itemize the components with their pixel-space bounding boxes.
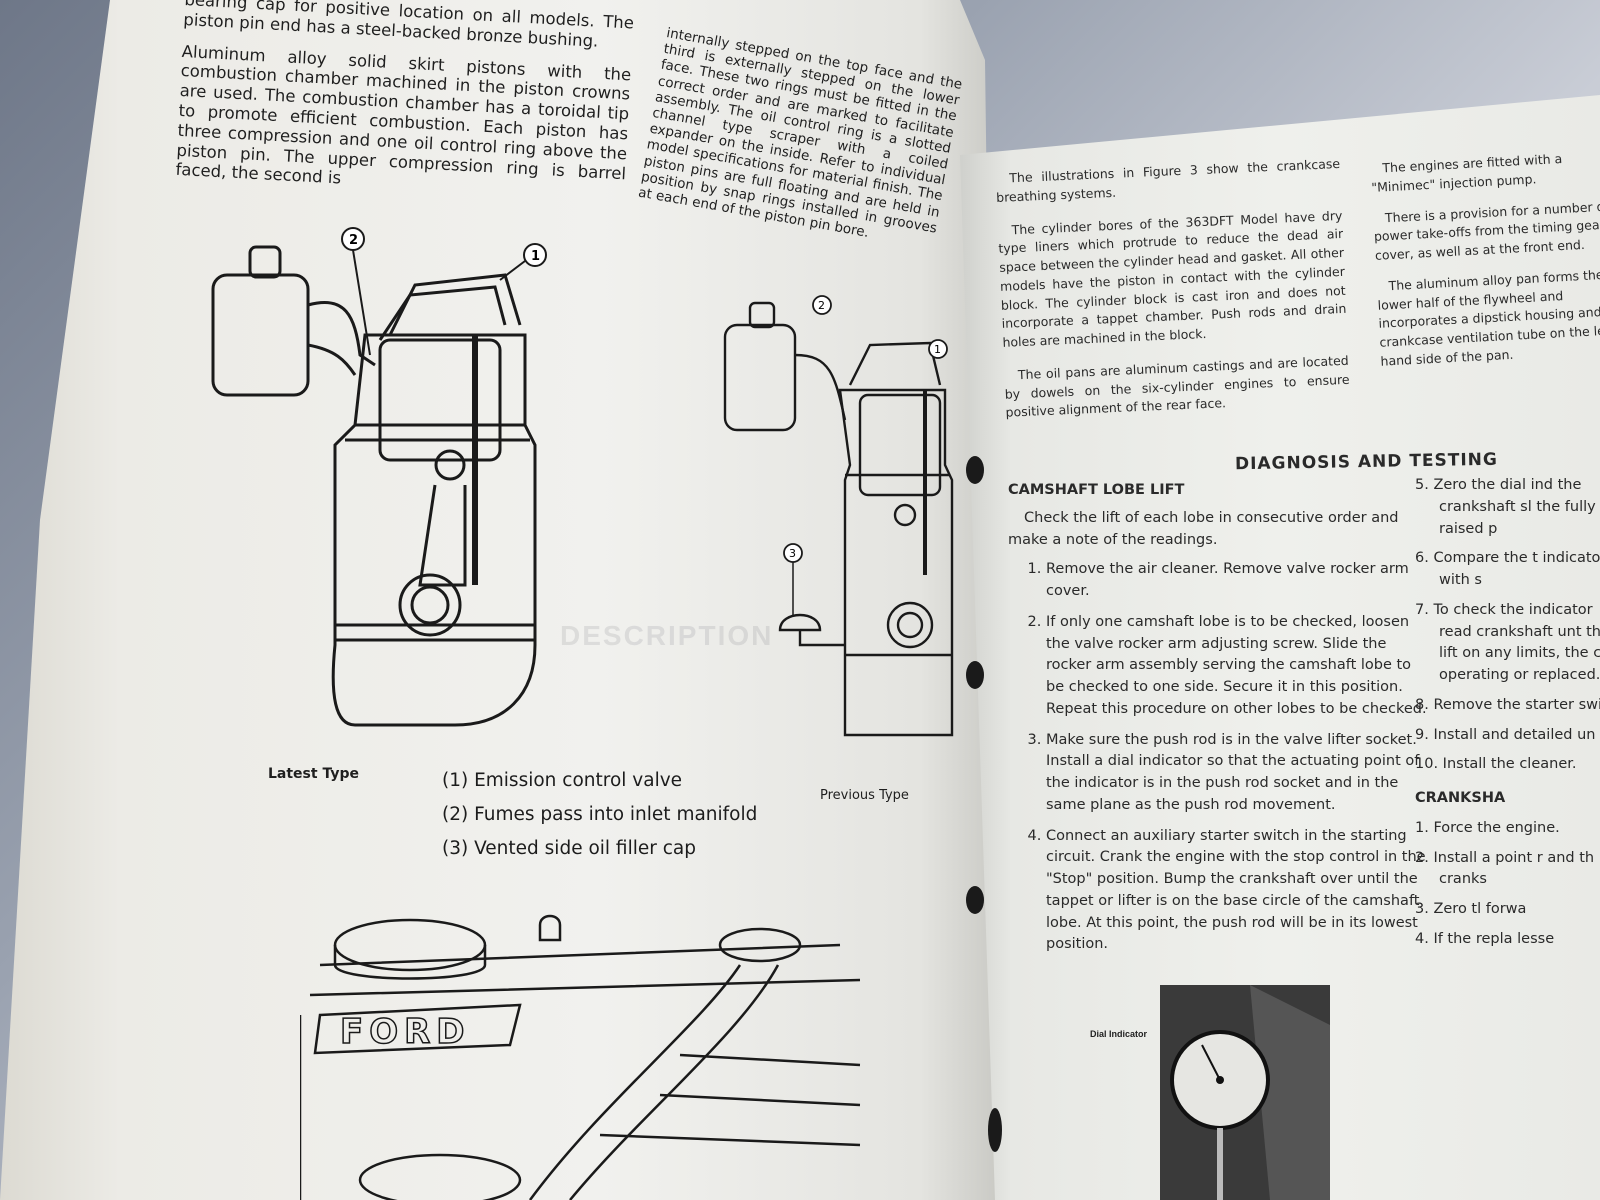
subheading: CRANKSHA	[1415, 790, 1506, 806]
paragraph: The illustrations in Figure 3 show the c…	[995, 155, 1341, 205]
paragraph: There is a provision for a number of pow…	[1373, 198, 1600, 263]
caption-latest-type: Latest Type	[268, 766, 359, 782]
dial-indicator-photo	[1160, 985, 1330, 1200]
far-column-text: The engines are fitted with a "Minimec" …	[1370, 147, 1600, 383]
list-item: 8. Remove the starter swit	[1415, 696, 1600, 713]
caption-previous-type: Previous Type	[820, 788, 909, 803]
list-item: 1. Force the engine.	[1415, 819, 1560, 836]
list-item: 2. Install a point r and th cranks	[1415, 849, 1595, 888]
paragraph: Aluminum alloy solid skirt pistons with …	[175, 41, 632, 188]
callout-2: 2	[349, 233, 358, 248]
callout-3: 3	[789, 547, 796, 560]
ford-logo-text: FORD	[340, 1012, 471, 1052]
right-page: The illustrations in Figure 3 show the c…	[960, 95, 1600, 1200]
legend-item: (2) Fumes pass into inlet manifold	[442, 804, 758, 825]
legend-item: (3) Vented side oil filler cap	[442, 838, 696, 859]
callout-1-previous: 1	[934, 343, 941, 356]
callout-2-previous: 2	[818, 299, 825, 312]
list-item: 6. Compare the t indicator with s	[1415, 550, 1600, 588]
right-steps-column: 5. Zero the dial ind the crankshaft sl t…	[1415, 475, 1600, 959]
photo-label: Dial Indicator	[1090, 1029, 1148, 1039]
section-heading: DIAGNOSIS AND TESTING	[1234, 449, 1499, 475]
bleed-through-text: DESCRIPTION	[560, 620, 774, 651]
previous-type-diagram: 2 1 3	[723, 295, 954, 737]
list-item: 4. If the repla lesse	[1415, 930, 1555, 947]
lead-text: Check the lift of each lobe in consecuti…	[1008, 509, 1399, 548]
callout-1: 1	[531, 249, 540, 264]
paragraph: The engines are fitted with a "Minimec" …	[1371, 150, 1563, 195]
paragraph: The cylinder bores of the 363DFT Model h…	[998, 207, 1347, 350]
list-item: Remove the air cleaner. Remove valve roc…	[1046, 559, 1428, 603]
list-item: Connect an auxiliary starter switch in t…	[1046, 826, 1428, 957]
intro-text: The illustrations in Figure 3 show the c…	[995, 155, 1351, 437]
latest-type-diagram: 2 1	[211, 227, 547, 727]
engine-cover-drawing: FORD	[300, 914, 861, 1200]
list-item: 5. Zero the dial ind the crankshaft sl t…	[1415, 477, 1596, 537]
list-item: 3. Zero tl forwa	[1415, 901, 1527, 917]
list-item: If only one camshaft lobe is to be check…	[1046, 612, 1428, 721]
list-item: 9. Install and detailed un	[1415, 726, 1596, 743]
left-column-text: bearing cap for positive location on all…	[174, 0, 634, 215]
right-column-text: internally stepped on the top face and t…	[637, 25, 963, 252]
list-item: 7. To check the indicator read crankshaf…	[1415, 601, 1600, 683]
subheading: CAMSHAFT LOBE LIFT	[1008, 482, 1185, 498]
list-item: Make sure the push rod is in the valve l…	[1046, 730, 1428, 817]
dial-indicator-drawing	[1160, 985, 1330, 1200]
paragraph: internally stepped on the top face and t…	[637, 25, 964, 241]
steps-list: Remove the air cleaner. Remove valve roc…	[1008, 559, 1428, 956]
list-item: 10. Install the cleaner.	[1415, 756, 1577, 773]
binder-holes	[966, 456, 1002, 1152]
paragraph: The aluminum alloy pan forms the lower h…	[1377, 266, 1600, 369]
camshaft-section: CAMSHAFT LOBE LIFT Check the lift of eac…	[1008, 480, 1428, 965]
paragraph: The oil pans are aluminum castings and a…	[1004, 352, 1350, 421]
legend-item: (1) Emission control valve	[442, 770, 683, 791]
figure-legend: (1) Emission control valve (2) Fumes pas…	[442, 770, 757, 872]
left-page: DESCRIPTION bearing cap for positive loc…	[0, 0, 1000, 1200]
